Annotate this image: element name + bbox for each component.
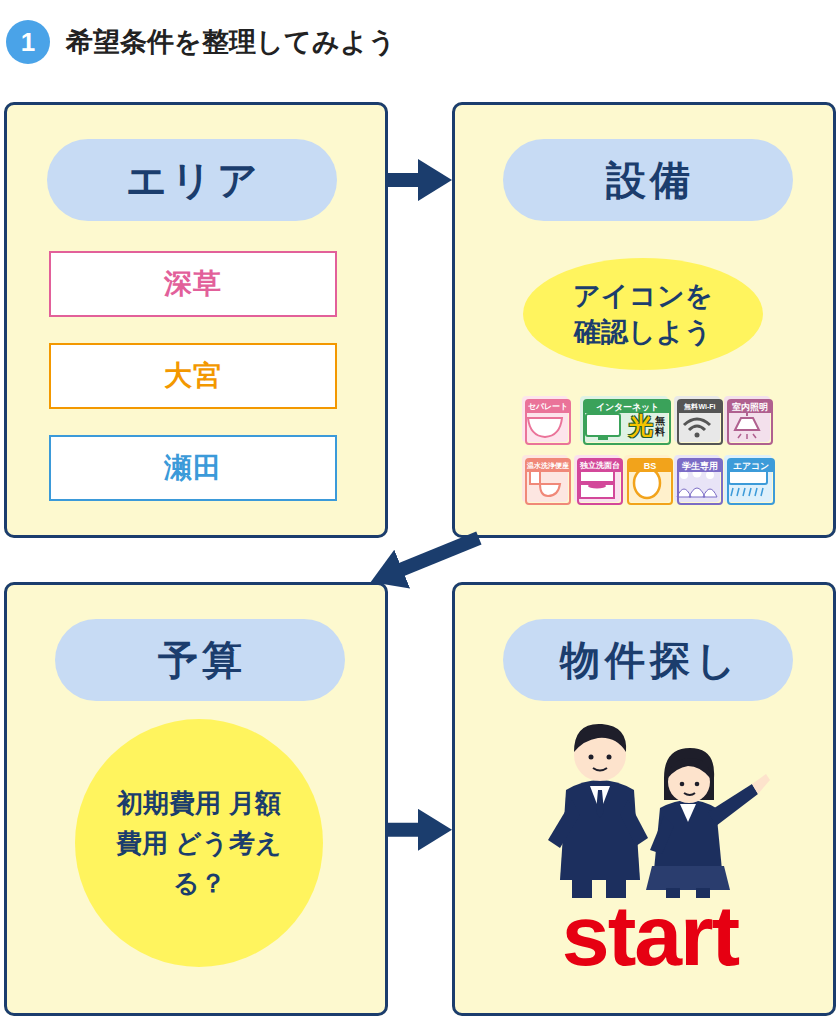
step-panel: アイコンを 確認しようセパレートインターネット光無料無料Wi-Fi室内照明温水洗…: [452, 102, 836, 538]
amenity-icon: インターネット光無料: [583, 399, 671, 445]
icon-ground: [674, 455, 720, 502]
area-name: 深草: [164, 265, 223, 303]
icon-pictogram: [695, 433, 700, 438]
icon-pictogram: [530, 470, 540, 484]
students-illustration: [596, 790, 604, 818]
students-illustration: [620, 800, 648, 846]
icon-pictogram: [689, 426, 705, 430]
flow-arrow: [399, 538, 479, 571]
icon-pictogram: [528, 418, 562, 437]
icon-pictogram: [684, 419, 710, 425]
icon-ground: [522, 455, 568, 502]
amenity-icon: 室内照明: [727, 399, 773, 445]
ellipse-outline: [523, 258, 763, 370]
icon-ground: [624, 455, 670, 502]
icon-caption: 室内照明: [729, 401, 771, 413]
area-name: 瀬田: [164, 449, 223, 487]
icon-ground: [724, 455, 772, 502]
icon-mark: 光: [629, 414, 653, 438]
step-heading: 予算: [55, 619, 345, 701]
students-illustration: [695, 782, 700, 787]
icon-caption: セパレート: [527, 401, 569, 413]
area-name: 大宮: [164, 357, 223, 395]
callout-text: 初期費用 月額費用 どう考える？: [113, 783, 285, 904]
students-illustration: [646, 866, 730, 890]
title-text: 希望条件を整理してみよう: [66, 20, 396, 64]
icon-pictogram: [598, 436, 608, 440]
students-illustration: [668, 758, 710, 778]
icon-pictogram: [731, 488, 763, 496]
badge-shape: [6, 20, 50, 64]
icon-ground: [522, 396, 568, 442]
students-illustration: [589, 755, 594, 760]
students-illustration: [574, 724, 626, 752]
icon-mark: 無料: [655, 415, 665, 437]
start-label: start: [520, 892, 780, 978]
icon-pictogram: [706, 471, 714, 479]
icon-pictogram: [588, 484, 606, 489]
icon-pictogram: [729, 470, 767, 484]
circle-shape: [75, 719, 323, 967]
ellipse-shape: [523, 258, 763, 370]
step-heading: 物件探し: [503, 619, 793, 701]
amenity-icon: 無料Wi-Fi: [677, 399, 723, 445]
callout-circle: 初期費用 月額費用 どう考える？: [75, 719, 323, 967]
panel-ground: [4, 102, 836, 1016]
icon-pictogram: [580, 484, 614, 498]
icon-pictogram: [680, 471, 688, 479]
icon-pictogram: [738, 434, 756, 439]
amenity-icon: 学生専用: [677, 458, 723, 505]
students-illustration: [680, 804, 696, 822]
icon-pictogram: [634, 468, 660, 498]
icon-pictogram: [586, 414, 620, 436]
step-heading: 設備: [503, 139, 793, 221]
callout-ellipse: アイコンを 確認しよう: [523, 258, 763, 370]
students-illustration: [752, 774, 770, 794]
students-illustration: [708, 784, 758, 826]
amenity-icon: セパレート: [525, 399, 571, 445]
students-illustration: [684, 793, 695, 795]
step-heading: エリア: [47, 139, 337, 221]
area-box: 瀬田: [49, 435, 337, 501]
area-box: 深草: [49, 251, 337, 317]
icon-caption: 温水洗浄便座: [527, 460, 569, 472]
icon-ground: [522, 396, 772, 502]
icon-pictogram: [677, 488, 717, 497]
step-panel: 初期費用 月額費用 どう考える？ 予算: [4, 582, 388, 1016]
panel-ground: [4, 582, 388, 1016]
step-badge: 1: [6, 20, 50, 64]
panel-ground: [452, 102, 836, 538]
step-panel: 深草大宮瀬田エリア: [4, 102, 388, 538]
callout-text: アイコンを 確認しよう: [563, 278, 723, 351]
step-number: 1: [21, 29, 35, 55]
students-illustration: [593, 768, 607, 771]
panel-ground: [452, 582, 836, 1016]
students-illustration: [548, 800, 580, 848]
icon-caption: 学生専用: [679, 460, 721, 472]
amenity-icon: BS: [627, 458, 673, 505]
students-illustration: [548, 724, 770, 898]
icon-ground: [674, 396, 720, 442]
flow-arrow: [388, 173, 422, 187]
amenity-icon: 温水洗浄便座: [525, 458, 571, 505]
students-illustration: [650, 816, 674, 854]
amenity-icon: エアコン: [727, 458, 775, 505]
icon-pictogram: [528, 410, 767, 498]
icon-pictogram: [735, 410, 759, 430]
icon-pictogram: [540, 484, 560, 496]
amenity-icon: 独立洗面台: [577, 458, 623, 505]
students-illustration: [680, 782, 685, 787]
icon-ground: [724, 396, 770, 442]
icon-ground: [580, 396, 668, 442]
icon-caption: インターネット: [585, 401, 669, 413]
icon-caption: BS: [629, 460, 671, 472]
icon-caption: 独立洗面台: [579, 460, 621, 472]
students-illustration: [607, 755, 612, 760]
area-box: 大宮: [49, 343, 337, 409]
icon-ground: [574, 455, 620, 502]
icon-caption: 無料Wi-Fi: [679, 401, 721, 413]
icon-caption: エアコン: [729, 460, 773, 472]
panel-ground: [4, 102, 388, 538]
flow-arrow: [388, 823, 422, 837]
